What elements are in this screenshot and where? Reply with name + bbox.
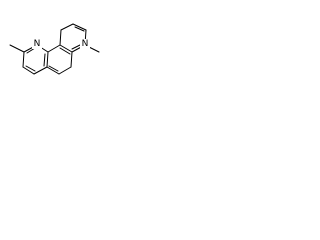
bond bbox=[74, 26, 85, 32]
bond bbox=[58, 66, 72, 75]
bond bbox=[72, 23, 87, 31]
bond bbox=[47, 44, 61, 53]
bond bbox=[46, 51, 49, 68]
bond bbox=[60, 23, 74, 31]
bond bbox=[59, 47, 71, 55]
bond bbox=[46, 66, 60, 75]
bond bbox=[22, 51, 25, 68]
label-mask bbox=[80, 39, 90, 49]
bond bbox=[48, 65, 59, 72]
bond bbox=[43, 53, 46, 67]
nitrogen-atom-right: N bbox=[80, 39, 90, 49]
methyl-bond bbox=[9, 44, 25, 53]
atom-label-n-left: N bbox=[34, 39, 41, 49]
phenanthroline-structure-diagram: N N bbox=[9, 23, 100, 75]
bond bbox=[59, 29, 62, 46]
nitrogen-atom-left: N bbox=[32, 39, 42, 49]
bond bbox=[22, 66, 35, 75]
bond bbox=[59, 44, 73, 53]
atom-label-n-right: N bbox=[82, 39, 89, 49]
bond bbox=[70, 51, 73, 68]
bond bbox=[33, 66, 48, 75]
label-mask bbox=[32, 39, 42, 49]
bond bbox=[25, 65, 36, 72]
